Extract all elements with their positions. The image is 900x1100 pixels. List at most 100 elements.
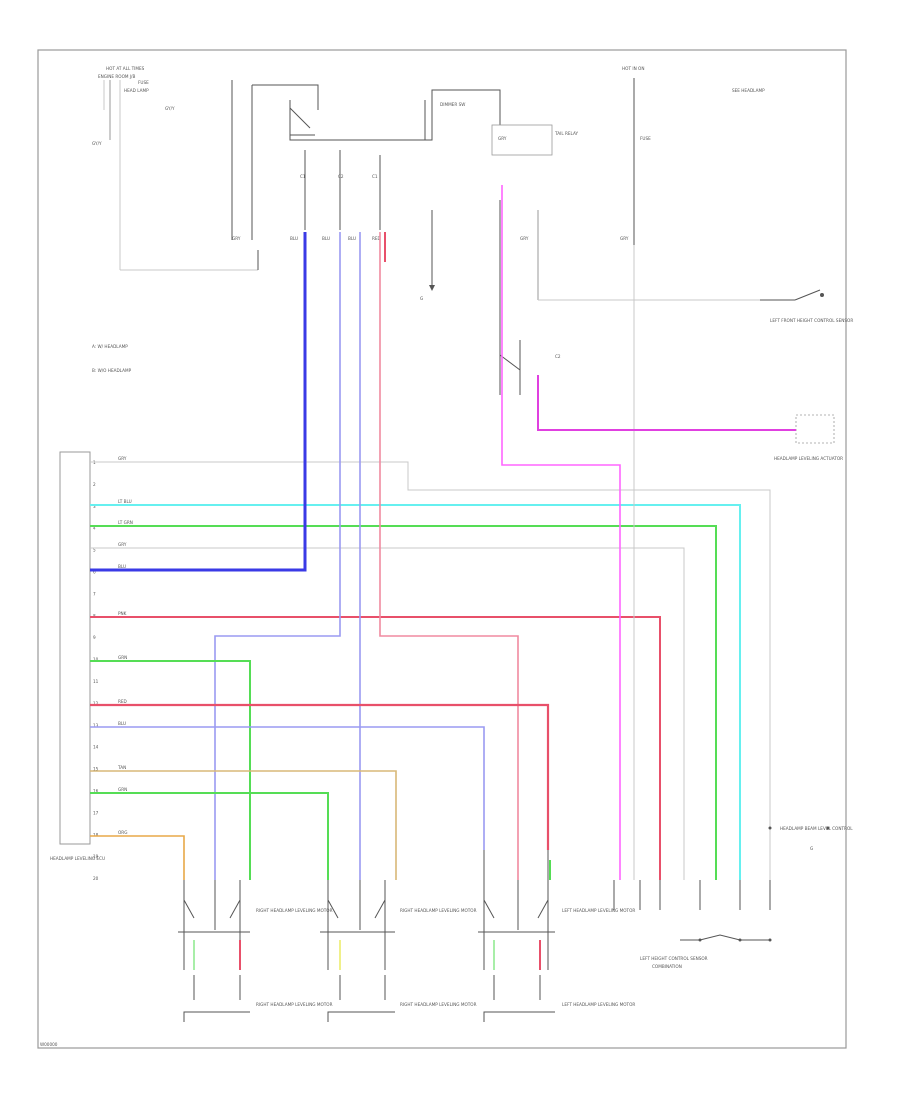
wire-red-1 (90, 616, 661, 880)
tag-lgreen: LT GRN (118, 520, 133, 525)
left-wire-tag-1: GRY (232, 236, 241, 241)
ground-label-1: G (420, 296, 423, 301)
ecu-pin-6: 6 (93, 570, 96, 575)
top-left-ground-label: GY/Y (165, 106, 175, 111)
ecu-pin-9: 9 (93, 635, 96, 640)
bottom-sw3-label: LEFT HEADLAMP LEVELING MOTOR (562, 908, 635, 913)
bottom-sw3-sub: LEFT HEADLAMP LEVELING MOTOR (562, 1002, 635, 1007)
top-left-desc-label: ENGINE ROOM J/B (98, 74, 135, 79)
tail-relay-label: TAIL RELAY (554, 131, 579, 136)
ecu-module: HEADLAMP LEVELING ECU (50, 451, 105, 861)
left-wire-tag-3: BLU (322, 236, 330, 241)
wire-blue-main (90, 232, 307, 572)
ecu-pin-18: 18 (93, 832, 99, 837)
wire-green-1 (90, 525, 717, 880)
wire-tan (90, 770, 397, 880)
tag-green-1: GRN (118, 655, 127, 660)
wire-lred-1 (379, 232, 519, 880)
top-left-sub-label: HEAD LAMP (124, 88, 149, 93)
tag-gray-1: GRY (118, 456, 127, 461)
right-height-sensor: LEFT FRONT HEIGHT CONTROL SENSOR (760, 289, 853, 323)
bottom-sw1-label: RIGHT HEADLAMP LEVELING MOTOR (256, 908, 333, 913)
ecu-pin-2: 2 (93, 482, 96, 487)
ecu-pin-17: 17 (93, 810, 99, 815)
tag-gray-2: GRY (118, 542, 127, 547)
wire-pink-1 (501, 185, 621, 880)
wire-lblue-1 (214, 232, 341, 880)
ecu-pin-16: 16 (93, 789, 99, 794)
tag-blue: BLU (118, 564, 126, 569)
wire-orange (90, 835, 185, 880)
right-top-fuse-label: HOT IN ON (622, 66, 644, 71)
mid-relay-label: C2 (555, 354, 561, 359)
wire-lblue-3 (90, 726, 485, 850)
ecu-pin-11: 11 (93, 679, 99, 684)
top-left-ground-label-2: GY/Y (92, 141, 102, 146)
top-left-fuse-block: HOT AT ALL TIMES ENGINE ROOM J/B HEAD LA… (92, 66, 258, 271)
ecu-pin-12: 12 (93, 701, 99, 706)
right-mid-comp-label: LEFT FRONT HEIGHT CONTROL SENSOR (770, 318, 853, 323)
ecu-pin-15: 15 (93, 767, 99, 772)
right-wire-tag-2: GRY (620, 236, 629, 241)
ecu-pin-14: 14 (93, 745, 99, 750)
bottom-sw1-sub: RIGHT HEADLAMP LEVELING MOTOR (256, 1002, 333, 1007)
right-lower-comp-label: HEADLAMP LEVELING ACTUATOR (774, 456, 843, 461)
wire-green-2 (90, 660, 251, 880)
right-actuator: HEADLAMP LEVELING ACTUATOR (774, 414, 843, 461)
bus-title: HEADLAMP BEAM LEVEL CONTROL (780, 826, 853, 831)
dimmer-switch-label: DIMMER SW (440, 102, 465, 107)
ecu-pin-13: 13 (93, 723, 99, 728)
ground-label-2: G (810, 846, 813, 851)
wire-gray-top (90, 461, 771, 900)
footer-code: W00000 (40, 1042, 58, 1047)
tag-green-2: GRN (118, 787, 127, 792)
tag-tan: TAN (117, 765, 126, 770)
bottom-right-combination: LEFT HEIGHT CONTROL SENSOR COMBINATION H… (613, 826, 853, 969)
ecu-pin-7: 7 (93, 591, 96, 596)
tag-pink: PNK (118, 611, 127, 616)
right-fuse-label: FUSE (640, 136, 651, 141)
bottom-switch-group-2: RIGHT HEADLAMP LEVELING MOTOR RIGHT HEAD… (320, 880, 477, 1022)
conn-c-label: C1 (372, 174, 378, 179)
right-wire-tag-1: GRY (520, 236, 529, 241)
tail-relay-tag: GRY (498, 136, 507, 141)
legend: A: W/ HEADLAMP B: W/O HEADLAMP (92, 344, 132, 373)
left-wire-tag-5: RED (372, 236, 381, 241)
bottom-sw2-sub: RIGHT HEADLAMP LEVELING MOTOR (400, 1002, 477, 1007)
ecu-pin-3: 3 (93, 504, 96, 509)
tag-blue-2: BLU (118, 721, 126, 726)
wire-cyan (90, 504, 741, 880)
bottom-switch-group-1: RIGHT HEADLAMP LEVELING MOTOR RIGHT HEAD… (178, 880, 333, 1022)
connector-row: C1 C2 C1 GRY BLU BLU BLU RED GRY GRY (232, 174, 629, 241)
tag-red: RED (118, 699, 127, 704)
ecu-pin-8: 8 (93, 613, 96, 618)
left-wire-tag-2: BLU (290, 236, 298, 241)
bottom-switch-group-3: LEFT HEADLAMP LEVELING MOTOR LEFT HEADLA… (478, 850, 635, 1022)
wire-green-3 (90, 792, 329, 880)
ecu-pin-4: 4 (93, 526, 96, 531)
ecu-module-label: HEADLAMP LEVELING ECU (50, 856, 105, 861)
bottom-right-sub: COMBINATION (652, 964, 682, 969)
top-left-fuse2-label: FUSE (138, 80, 149, 85)
wire-red-2 (90, 703, 550, 850)
ecu-pin-10: 10 (93, 657, 99, 662)
conn-a-label: C1 (300, 174, 306, 179)
ecu-pin-19: 19 (93, 854, 99, 859)
conn-b-label: C2 (338, 174, 344, 179)
legend-a: A: W/ HEADLAMP (92, 344, 128, 349)
bottom-right-title: LEFT HEIGHT CONTROL SENSOR (640, 956, 708, 961)
right-top-fuse: HOT IN ON FUSE SEE HEADLAMP (622, 66, 765, 245)
wire-magenta (537, 375, 796, 431)
top-left-fuse-label: HOT AT ALL TIMES (106, 66, 145, 71)
tag-cyan: LT BLU (118, 499, 132, 504)
tail-relay: TAIL RELAY GRY (491, 124, 579, 156)
wire-tags: GRY LT BLU LT GRN GRY BLU PNK GRN RED BL… (117, 456, 133, 835)
mid-relay: C2 (499, 200, 561, 395)
wire-gray-2 (90, 547, 685, 880)
ecu-pin-5: 5 (93, 548, 96, 553)
ecu-pin-20: 20 (93, 876, 99, 881)
left-wire-tag-4: BLU (348, 236, 356, 241)
legend-b: B: W/O HEADLAMP (92, 368, 132, 373)
